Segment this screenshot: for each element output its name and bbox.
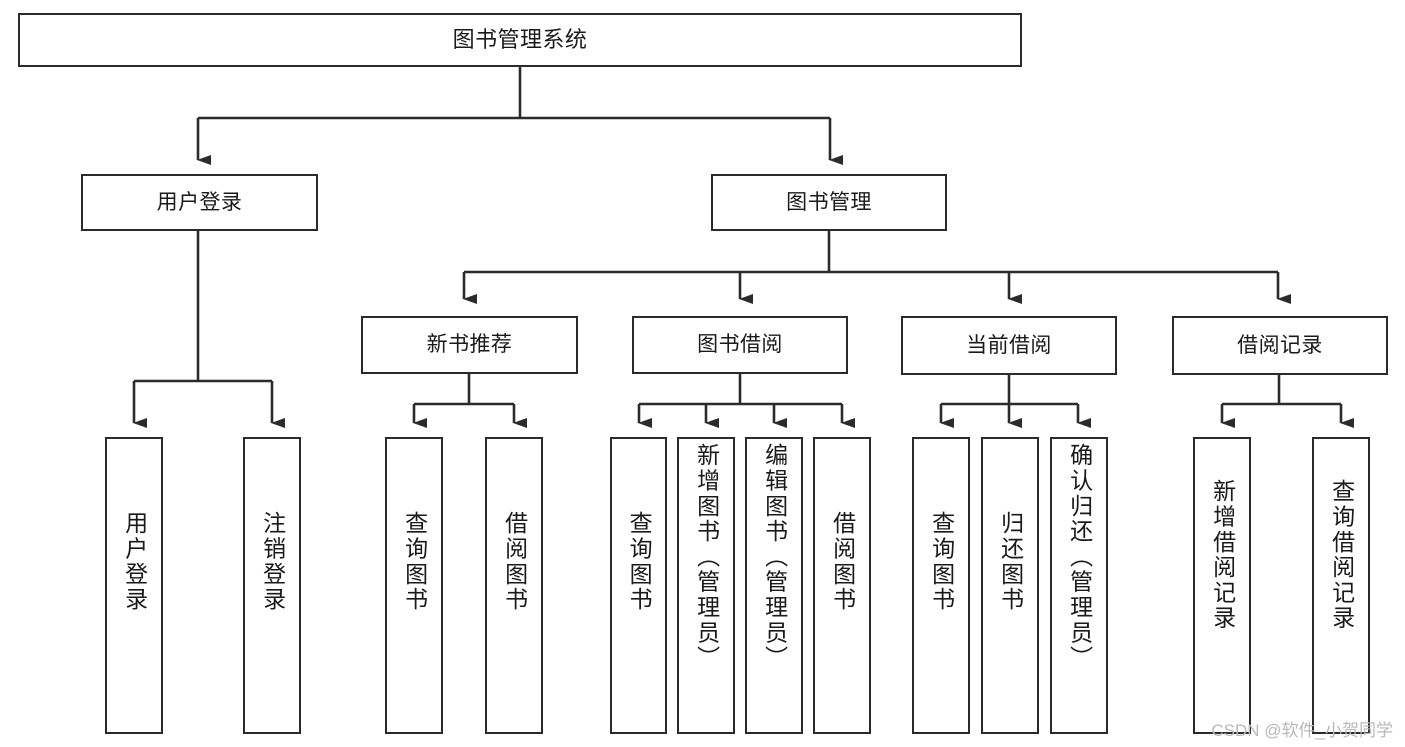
leaf-user-login[interactable]: 用户登录 [105,437,163,734]
node-label: 查询图书 [928,511,955,613]
leaf-query-book-borrow[interactable]: 查询图书 [610,437,667,734]
node-label: 确认归还（管理员） [1066,443,1093,671]
leaf-borrow-book[interactable]: 借阅图书 [813,437,871,734]
leaf-logout[interactable]: 注销登录 [243,437,301,734]
leaf-add-borrow-record[interactable]: 新增借阅记录 [1193,437,1251,734]
node-label: 图书借阅 [697,333,783,357]
node-book-borrowing[interactable]: 图书借阅 [632,316,848,374]
node-label: 新书推荐 [426,333,513,357]
leaf-return-book[interactable]: 归还图书 [981,437,1039,734]
node-current-borrowing[interactable]: 当前借阅 [901,316,1117,375]
leaf-borrow-book-recommend[interactable]: 借阅图书 [485,437,543,734]
node-label: 图书管理系统 [452,26,588,52]
leaf-query-book-current[interactable]: 查询图书 [912,437,970,734]
node-label: 查询借阅记录 [1328,479,1355,631]
node-label: 借阅图书 [501,511,528,613]
leaf-add-book-admin[interactable]: 新增图书（管理员） [677,437,735,734]
node-label: 归还图书 [997,511,1024,613]
node-label: 注销登录 [259,511,286,613]
node-label: 当前借阅 [966,333,1052,357]
leaf-query-book-recommend[interactable]: 查询图书 [385,437,443,734]
node-label: 借阅记录 [1237,333,1323,357]
node-borrowing-record[interactable]: 借阅记录 [1172,316,1388,375]
leaf-query-borrow-record[interactable]: 查询借阅记录 [1312,437,1370,734]
node-label: 图书管理 [786,190,872,214]
node-label: 新增借阅记录 [1209,479,1236,631]
node-book-management[interactable]: 图书管理 [711,174,947,231]
node-user-login[interactable]: 用户登录 [81,174,318,231]
node-label: 新增图书（管理员） [693,443,720,671]
leaf-confirm-return-admin[interactable]: 确认归还（管理员） [1050,437,1108,734]
node-label: 用户登录 [156,190,243,214]
node-label: 查询图书 [401,511,428,613]
node-root-book-management-system[interactable]: 图书管理系统 [18,13,1022,67]
node-label: 用户登录 [121,511,148,613]
node-label: 查询图书 [626,511,653,613]
node-label: 编辑图书（管理员） [761,443,788,671]
leaf-edit-book-admin[interactable]: 编辑图书（管理员） [745,437,803,734]
node-new-book-recommendation[interactable]: 新书推荐 [361,316,578,374]
csdn-watermark: CSDN @软件_小贺同学 [1211,721,1393,740]
node-label: 借阅图书 [829,511,856,613]
